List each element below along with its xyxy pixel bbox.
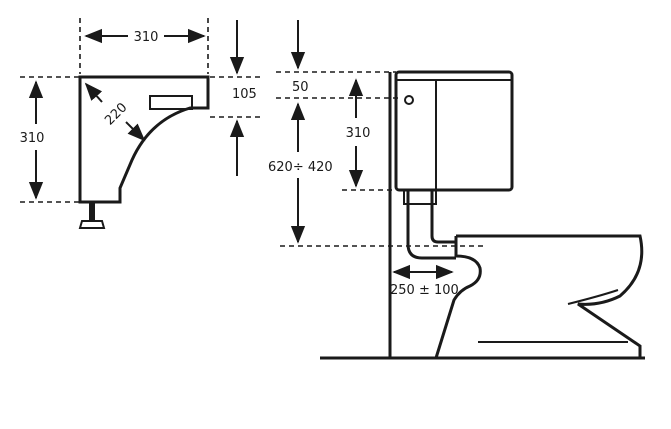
top-offset-dimension: 50 (276, 20, 400, 99)
flush-handle-slot (149, 95, 193, 110)
flush-pipe (406, 190, 456, 260)
width-dimension: 310 (79, 18, 209, 74)
height-dimension: 310 (20, 76, 80, 203)
inlet-valve-icon (78, 202, 106, 229)
cistern-tank (394, 70, 514, 192)
wall-offset-dimension: 250 ± 100 (390, 264, 459, 298)
diagonal-dimension: 220 (84, 82, 146, 142)
tank-height-dimension: 310 (342, 78, 396, 191)
mounting-range-label: 620÷ 420 (268, 160, 333, 175)
tank-height-label: 310 (346, 126, 371, 141)
wall-offset-label: 250 ± 100 (390, 283, 459, 298)
height-dimension-label: 310 (20, 131, 45, 146)
toilet-bowl (434, 234, 644, 359)
installation-view: 50 310 620÷ 420 250 ± 100 (268, 20, 645, 360)
right-dimension-label: 105 (232, 87, 257, 102)
mounting-range-dimension: 620÷ 420 (268, 102, 484, 247)
diagonal-dimension-label: 220 (102, 100, 130, 128)
top-offset-label: 50 (292, 80, 309, 95)
right-dimension: 105 (210, 20, 262, 176)
cistern-side-view: 310 310 220 105 (20, 18, 262, 229)
width-dimension-label: 310 (134, 30, 159, 45)
flush-button-icon (404, 95, 414, 105)
